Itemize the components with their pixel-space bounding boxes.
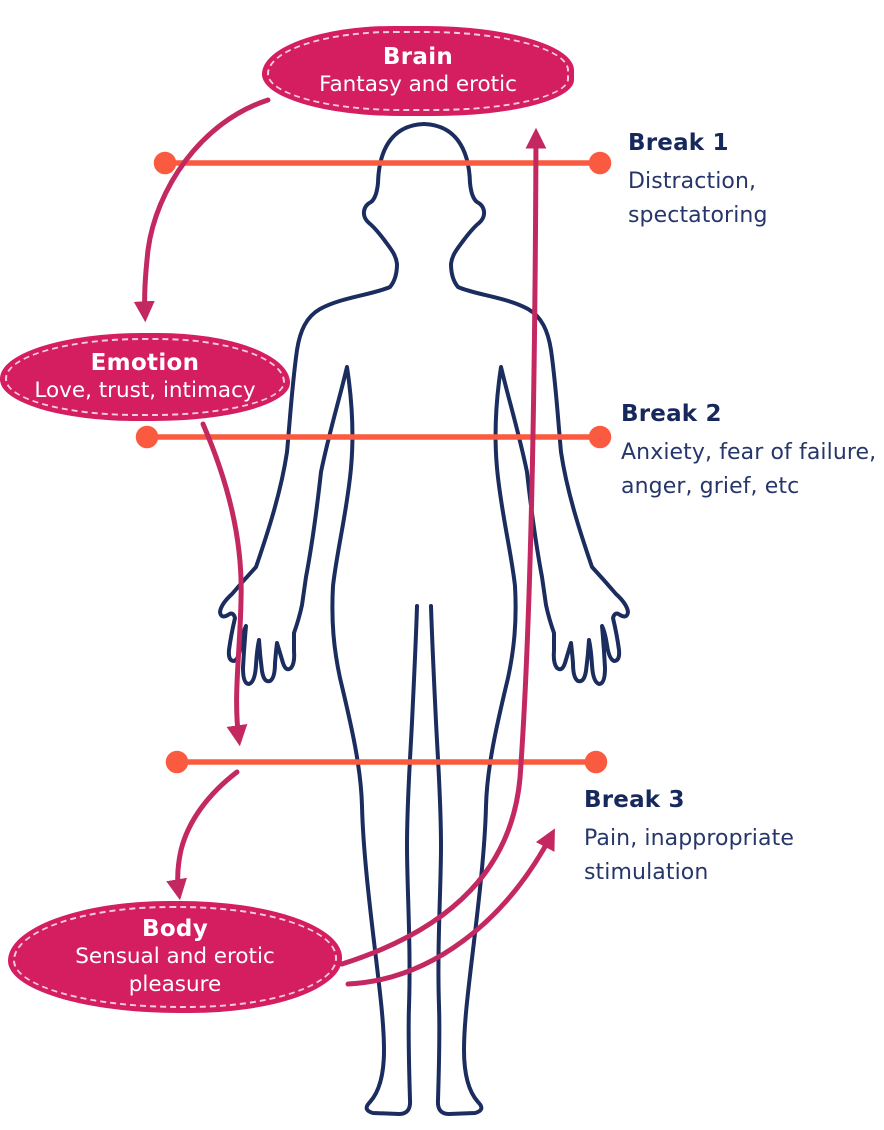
bubble-emotion-title: Emotion [90, 349, 200, 376]
bubble-body-subtitle: Sensual and erotic pleasure [75, 944, 275, 998]
arrow-body-to-break1 [339, 127, 547, 967]
break-1-title: Break 1 [628, 130, 729, 156]
break-1-dot-left [153, 151, 177, 175]
bubble-emotion-subtitle: Love, trust, intimacy [34, 378, 256, 404]
break-1-description: Distraction, spectatoring [628, 169, 768, 229]
break-1-dot-right [588, 151, 612, 175]
break-3-dot-right [584, 750, 608, 774]
body-outline [218, 122, 630, 1116]
break-1-line [153, 151, 612, 175]
arrow-brain-to-emotion [133, 97, 271, 323]
break-3-dot-left [165, 750, 189, 774]
bubble-brain: Brain Fantasy and erotic [262, 26, 574, 116]
break-3-description: Pain, inappropriate stimulation [584, 826, 794, 886]
bubble-emotion: Emotion Love, trust, intimacy [0, 333, 290, 421]
bubble-brain-subtitle: Fantasy and erotic [319, 72, 517, 98]
break-2-dot-right [588, 425, 612, 449]
break-3-label: Break 3 Pain, inappropriate stimulation [584, 787, 824, 890]
break-lines [135, 151, 612, 774]
break-2-line [135, 425, 612, 449]
break-3-line [165, 750, 608, 774]
break-3-title: Break 3 [584, 787, 685, 813]
bubble-body: Body Sensual and erotic pleasure [8, 901, 342, 1013]
body-outline-half [218, 122, 426, 1116]
break-2-label: Break 2 Anxiety, fear of failure, anger,… [621, 401, 884, 504]
break-2-description: Anxiety, fear of failure, anger, grief, … [621, 440, 877, 500]
flow-arrows [133, 97, 555, 987]
arrow-body-to-break3-label [345, 828, 555, 987]
bubble-brain-title: Brain [382, 43, 454, 70]
break-2-dot-left [135, 425, 159, 449]
arrow-emotion-to-break3 [200, 421, 248, 747]
arrow-break3-to-body [166, 769, 240, 901]
break-2-title: Break 2 [621, 401, 722, 427]
bubble-body-title: Body [142, 915, 208, 942]
break-1-label: Break 1 Distraction, spectatoring [628, 130, 833, 233]
